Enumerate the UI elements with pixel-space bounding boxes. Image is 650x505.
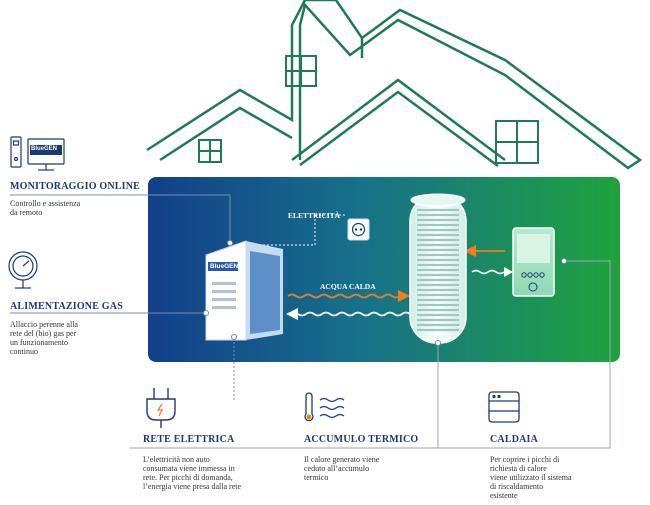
- connector-lines: [10, 194, 611, 449]
- hot-water-arrow: [287, 290, 411, 302]
- gas-title: ALIMENTAZIONE GAS: [10, 301, 123, 312]
- grid-description: L’elettricità non auto consumata viene i…: [143, 455, 242, 491]
- computer-icon: [10, 136, 65, 171]
- boiler-title: CALDAIA: [490, 434, 539, 445]
- device-brand-label: BlueGEN: [210, 263, 239, 270]
- boiler-hot-arrow: [464, 245, 505, 257]
- monitoring-title: MONITORAGGIO ONLINE: [10, 181, 141, 192]
- monitor-brand-label: BlueGEN: [31, 146, 58, 152]
- boiler-icon: [488, 391, 520, 423]
- electric-outlet-icon: [347, 218, 370, 241]
- grid-title: RETE ELETTRICA: [143, 434, 235, 445]
- electricity-label: ELETTRICITÀ: [288, 211, 341, 220]
- storage-tank: [409, 193, 467, 344]
- monitoring-description: Controllo e assistenza da remoto: [10, 199, 81, 217]
- storage-description: Il calore generato viene ceduto all’accu…: [304, 455, 380, 482]
- boiler-description: Per coprire i picchi di richiesta di cal…: [490, 455, 572, 500]
- hot-water-label: ACQUA CALDA: [320, 282, 376, 291]
- bluegen-unit: [205, 240, 283, 341]
- boiler-return-arrow: [471, 269, 505, 275]
- connection-dots: [203, 240, 567, 346]
- boiler-unit: [512, 227, 555, 297]
- house-windows: [198, 55, 539, 164]
- electricity-dotted-line: [262, 215, 316, 246]
- gas-meter-icon: [8, 251, 38, 289]
- storage-title: ACCUMULO TERMICO: [304, 434, 419, 445]
- thermometer-water-icon: [304, 392, 345, 422]
- return-water-arrow: [286, 308, 421, 320]
- gas-description: Allaccio perenne alla rete del (bio) gas…: [10, 320, 78, 356]
- power-plug-icon: [146, 388, 176, 428]
